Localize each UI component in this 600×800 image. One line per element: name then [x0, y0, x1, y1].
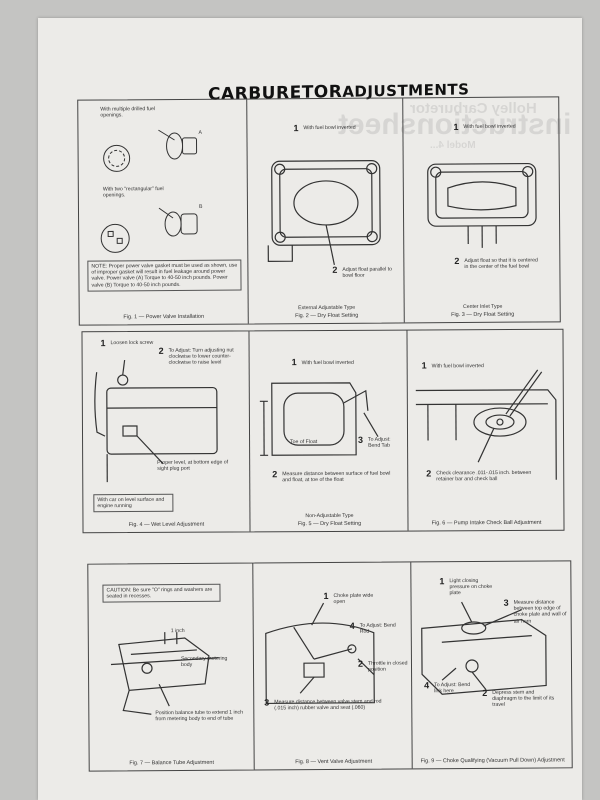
- fig8-step-2-text: Throttle in closed position: [367, 660, 408, 673]
- fig2-caption: Fig. 2 — Dry Float Setting: [295, 312, 359, 320]
- fig5-step-3-text: To Adjust: Bend Tab: [368, 436, 391, 449]
- fig8-caption: Fig. 8 — Vent Valve Adjustment: [295, 758, 373, 766]
- section-3: CAUTION: Be sure "O" rings and washers a…: [87, 560, 573, 772]
- fig9-step-4-number: 4: [424, 680, 430, 691]
- fig3-step-2-text: Adjust float so that it is centered in t…: [464, 257, 538, 271]
- fig5-subcaption: Non-Adjustable Type: [305, 512, 354, 519]
- fig8-step-3-number: 3: [264, 697, 270, 708]
- fig1-note: NOTE: Proper power valve gasket must be …: [87, 259, 242, 292]
- fig3-subcaption: Center Inlet Type: [462, 303, 503, 310]
- figure-5-non-adjustable: 1 With fuel bowl inverted Toe of Float 3…: [248, 330, 409, 532]
- wet-level-illustration: [94, 359, 218, 483]
- fuel-bowl-external-illustration: [267, 160, 381, 266]
- fig9-step-2-number: 2: [482, 687, 488, 698]
- figure-3-center-inlet: 1 With fuel bowl inverted 2 Adjust float…: [402, 97, 561, 323]
- fig7-label-position-balance-tube: Position balance tube to extend 1 inch f…: [155, 709, 244, 723]
- power-valve-illustration: [100, 129, 198, 253]
- fig7-caption: Fig. 7 — Balance Tube Adjustment: [129, 759, 215, 767]
- fig4-note: With car on level surface and engine run…: [93, 493, 174, 513]
- fig4-label-proper-level: Proper level, at bottom edge of sight pl…: [157, 459, 229, 473]
- pump-check-ball-illustration: [415, 369, 557, 480]
- figure-8-vent-valve: 1 Choke plate wide open 4 To Adjust: Ben…: [252, 562, 413, 770]
- fig2-subcaption: External Adjustable Type: [298, 304, 356, 311]
- fig2-step-2-number: 2: [332, 264, 338, 275]
- fig3-step-2-number: 2: [454, 256, 460, 267]
- figure-1-power-valve: With multiple drilled fuel openings. A W…: [78, 100, 248, 325]
- fig8-step-3-text: Measure distance between valve stem and …: [274, 698, 382, 712]
- fig6-caption: Fig. 6 — Pump Intake Check Ball Adjustme…: [431, 519, 542, 527]
- fig6-step-2-number: 2: [426, 468, 432, 479]
- figure-2-external-adjustable: 1 With fuel bowl inverted 2 Adjust float…: [246, 98, 405, 324]
- section-2: 1 Loosen lock screw 2 To Adjust: Turn ad…: [81, 328, 565, 534]
- section-1: With multiple drilled fuel openings. A W…: [77, 96, 561, 326]
- fig1-caption: Fig. 1 — Power Valve Installation: [123, 313, 205, 321]
- fig5-label-toe-of-float: Toe of Float: [290, 439, 318, 446]
- choke-qualifying-illustration: [421, 601, 547, 695]
- non-adjustable-float-illustration: [259, 382, 379, 456]
- fig9-caption: Fig. 9 — Choke Qualifying (Vacuum Pull D…: [420, 757, 565, 765]
- instruction-sheet: instructionsheet Holley Carburetor Model…: [38, 18, 582, 800]
- figure-7-balance-tube: CAUTION: Be sure "O" rings and washers a…: [88, 564, 253, 771]
- vent-valve-illustration: [265, 602, 375, 705]
- figure-6-pump-check-ball: 1 With fuel bowl inverted 2 Check cleara: [406, 329, 565, 531]
- fig4-caption: Fig. 4 — Wet Level Adjustment: [128, 521, 205, 529]
- fig3-caption: Fig. 3 — Dry Float Setting: [451, 311, 515, 319]
- fig9-step-4-text: To Adjust: Bend link here: [434, 682, 471, 695]
- fig7-label-secondary-metering-body: Secondary metering body: [180, 655, 228, 669]
- figure-9-choke-qualifying: 1 Light closing pressure on choke plate …: [410, 561, 573, 769]
- fig8-step-2-number: 2: [357, 658, 364, 669]
- fuel-bowl-center-inlet-illustration: [427, 162, 537, 248]
- fig9-step-2-text: Depress stem and diaphragm to the limit …: [492, 689, 555, 709]
- fig5-caption: Fig. 5 — Dry Float Setting: [297, 520, 362, 528]
- fig6-step-2-text: Check clearance .011-.015 inch. between …: [436, 469, 532, 483]
- fig2-step-2-text: Adjust float parallel to bowl floor: [342, 266, 393, 280]
- balance-tube-illustration: [110, 632, 219, 715]
- fig5-step-2-text: Measure distance between surface of fuel…: [282, 470, 391, 484]
- fig5-step-3-number: 3: [358, 434, 364, 445]
- fig5-step-2-number: 2: [272, 469, 278, 480]
- figure-4-wet-level: 1 Loosen lock screw 2 To Adjust: Turn ad…: [82, 331, 249, 532]
